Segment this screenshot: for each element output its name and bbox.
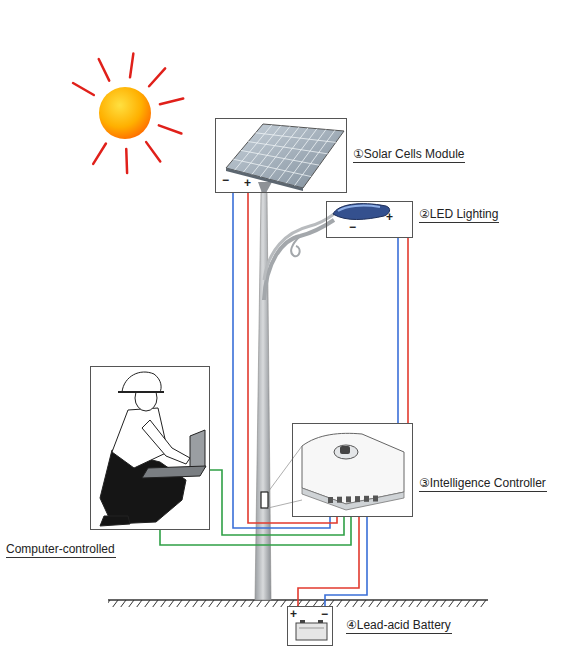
panel-cell-line bbox=[248, 142, 327, 154]
led-lighting-box: ②LED Lighting bbox=[326, 201, 413, 238]
wire bbox=[210, 470, 344, 535]
sun-rays bbox=[73, 54, 183, 173]
wire-connector bbox=[398, 238, 408, 423]
terminal bbox=[355, 496, 360, 502]
polarity-sign: − bbox=[349, 221, 356, 233]
part-label: ②LED Lighting bbox=[419, 207, 499, 223]
sun-ray bbox=[146, 142, 160, 161]
terminal bbox=[337, 497, 342, 503]
part-label: ④Lead-acid Battery bbox=[346, 618, 452, 634]
sun-ray bbox=[73, 83, 94, 95]
controller-base bbox=[302, 488, 404, 510]
controller-display bbox=[340, 446, 350, 454]
polarity-sign: − bbox=[222, 174, 229, 186]
terminal bbox=[328, 497, 333, 503]
sun-ray bbox=[125, 149, 128, 173]
wire bbox=[298, 517, 359, 606]
zoom-line bbox=[268, 446, 302, 492]
sun bbox=[99, 87, 151, 139]
part-label: ①Solar Cells Module bbox=[353, 147, 465, 163]
wire-connector bbox=[298, 517, 367, 606]
wire bbox=[325, 517, 367, 606]
controller-button bbox=[334, 445, 358, 459]
panel-edge bbox=[226, 168, 303, 191]
wire-connector bbox=[160, 470, 351, 545]
terminal bbox=[373, 496, 378, 502]
person-with-laptop bbox=[100, 372, 206, 526]
wire-connector bbox=[233, 193, 337, 528]
battery-icon bbox=[296, 620, 327, 640]
led-highlight bbox=[338, 206, 380, 211]
led-lamp-head bbox=[333, 204, 390, 220]
terminal bbox=[346, 496, 351, 502]
sun-ray bbox=[159, 125, 182, 133]
panel-cell-line bbox=[256, 133, 336, 143]
controller-box: ③Intelligence Controller bbox=[292, 423, 413, 517]
solar-module-box: ①Solar Cells Module bbox=[215, 118, 347, 193]
panel-cell-line bbox=[241, 150, 320, 165]
part-label: Computer-controlled bbox=[6, 542, 116, 558]
wire bbox=[160, 517, 351, 545]
polarity-sign: + bbox=[244, 177, 251, 189]
sun-ray bbox=[93, 144, 106, 164]
lamp-arm bbox=[264, 220, 334, 300]
zoom-line bbox=[268, 500, 302, 508]
controller-terminals bbox=[328, 496, 378, 504]
polarity-sign: − bbox=[321, 608, 328, 620]
panel-mount bbox=[258, 182, 272, 193]
sun-ray bbox=[160, 98, 183, 104]
sun-ray bbox=[130, 54, 133, 78]
arm-curl bbox=[291, 236, 300, 256]
lamp-pole bbox=[255, 192, 271, 600]
controller-on-pole bbox=[261, 492, 268, 508]
computer-box: Computer-controlled bbox=[90, 366, 210, 530]
sun-ray bbox=[149, 68, 165, 86]
terminal bbox=[364, 496, 369, 502]
polarity-sign: + bbox=[290, 608, 297, 620]
sun-ray bbox=[99, 59, 110, 81]
polarity-sign: + bbox=[386, 211, 393, 223]
lamp-arm bbox=[264, 214, 334, 280]
wire bbox=[397, 238, 399, 423]
part-label: ③Intelligence Controller bbox=[419, 476, 547, 492]
solar-panel bbox=[226, 124, 344, 188]
wire bbox=[407, 238, 409, 423]
